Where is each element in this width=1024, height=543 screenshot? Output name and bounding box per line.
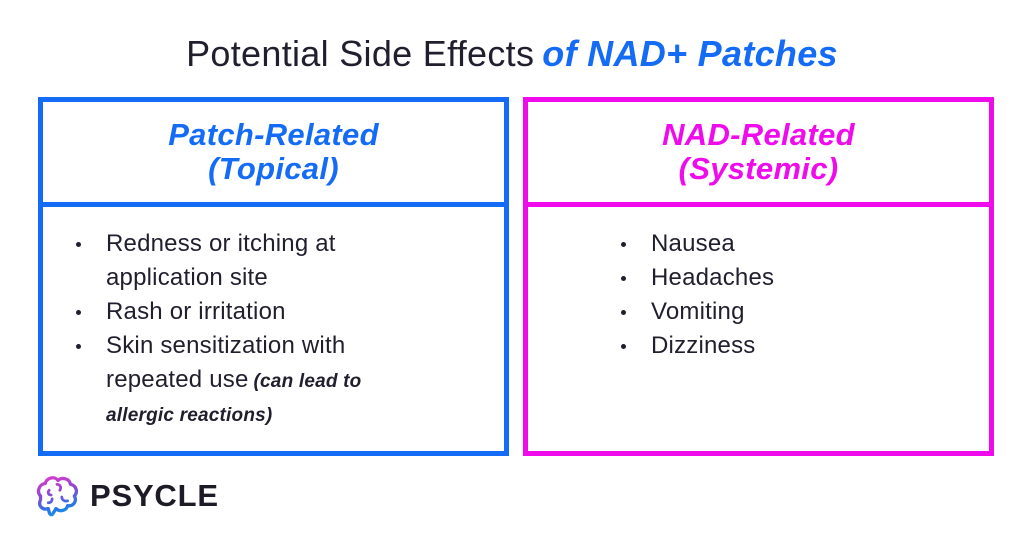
list-item-text: Rash or irritation: [106, 298, 286, 325]
patch-related-header-line2: (Topical): [208, 151, 339, 186]
patch-related-box: Patch-Related (Topical) Redness or itchi…: [38, 97, 509, 456]
nad-related-box: NAD-Related (Systemic) Nausea Headaches …: [523, 97, 994, 456]
bullet-icon: [621, 276, 626, 281]
bullet-icon: [76, 242, 81, 247]
list-item-text: Nausea: [651, 230, 735, 257]
list-item: Dizziness: [621, 329, 989, 363]
list-item-main-text: Skin sensitization with repeated use: [106, 332, 346, 393]
nad-related-header-line2: (Systemic): [678, 151, 839, 186]
psycle-logo: PSYCLE: [27, 467, 219, 525]
bullet-icon: [76, 344, 81, 349]
list-item-text: Headaches: [651, 264, 775, 291]
list-item: Nausea: [621, 227, 989, 261]
brain-icon: [36, 476, 79, 517]
list-item-text: Redness or itching at application site: [106, 230, 336, 291]
list-item: Skin sensitization with repeated use(can…: [76, 329, 504, 431]
bullet-icon: [76, 310, 81, 315]
list-item: Vomiting: [621, 295, 989, 329]
bullet-icon: [621, 344, 626, 349]
list-item: Headaches: [621, 261, 989, 295]
list-item: Rash or irritation: [76, 295, 504, 329]
nad-related-list: Nausea Headaches Vomiting Dizziness: [528, 207, 989, 363]
nad-related-header-line1: NAD-Related: [662, 116, 855, 152]
title-prefix: Potential Side Effects: [186, 33, 535, 74]
list-item-text: Vomiting: [651, 298, 745, 325]
nad-related-header: NAD-Related (Systemic): [528, 102, 989, 207]
list-item: Redness or itching at application site: [76, 227, 504, 295]
logo-brand-text: PSYCLE: [90, 478, 219, 513]
bullet-icon: [621, 310, 626, 315]
list-item-note: (can lead to allergic reactions): [106, 371, 362, 426]
title-highlight: of NAD+ Patches: [542, 33, 838, 74]
patch-related-list: Redness or itching at application site R…: [43, 207, 504, 431]
list-item-text: Dizziness: [651, 332, 756, 359]
list-item-text: Skin sensitization with repeated use(can…: [106, 329, 416, 431]
patch-related-header: Patch-Related (Topical): [43, 102, 504, 207]
patch-related-header-line1: Patch-Related: [168, 116, 379, 152]
bullet-icon: [621, 242, 626, 247]
